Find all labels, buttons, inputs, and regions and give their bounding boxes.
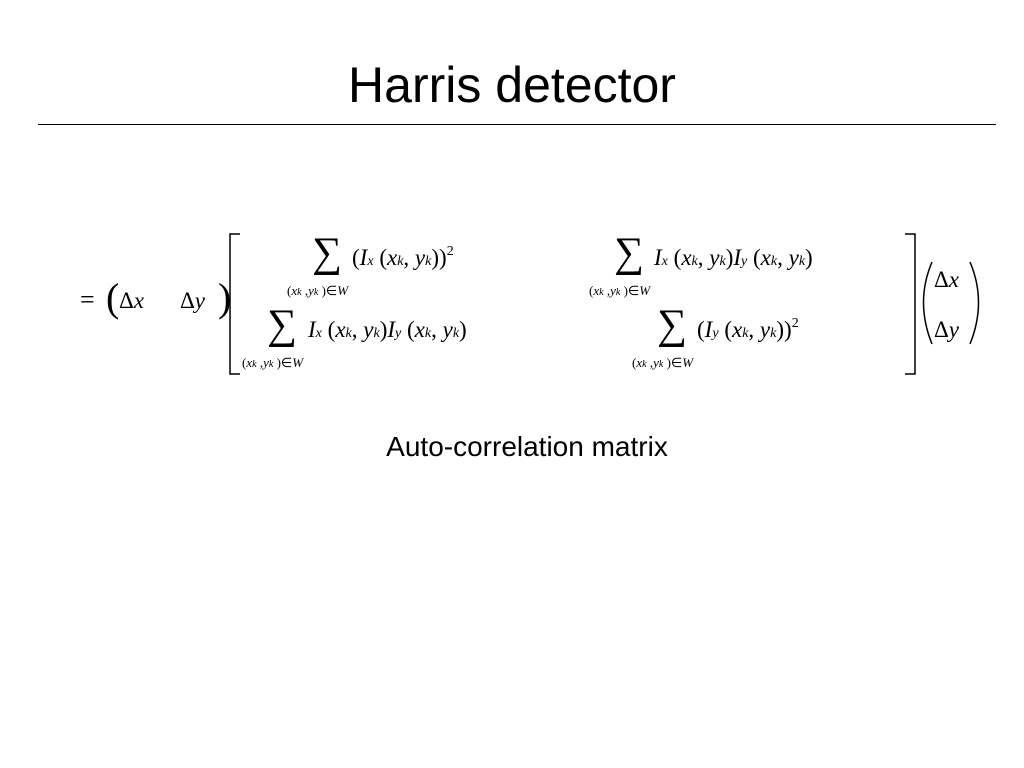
- column-vector-dx: Δx: [934, 267, 960, 292]
- summation-symbol: ∑: [267, 302, 297, 348]
- title-divider: [38, 124, 996, 125]
- slide-title: Harris detector: [348, 57, 676, 113]
- equals-sign: =: [80, 285, 95, 314]
- row-vector-dx: Δx: [119, 288, 145, 313]
- summation-symbol: ∑: [312, 230, 342, 276]
- row-vector-left-paren: (: [106, 275, 120, 320]
- summation-index: (xk ,yk )∈W: [632, 355, 694, 370]
- summation-index: (xk ,yk )∈W: [589, 283, 651, 298]
- column-vector-dy: Δy: [934, 317, 960, 342]
- summation-symbol: ∑: [614, 230, 644, 276]
- row-vector-dy: Δy: [180, 288, 206, 313]
- row-vector-right-paren: ): [218, 275, 232, 320]
- equation-caption: Auto-correlation matrix: [386, 431, 668, 462]
- summation-symbol: ∑: [657, 302, 687, 348]
- summation-index: (xk ,yk )∈W: [287, 283, 349, 298]
- summation-index: (xk ,yk )∈W: [242, 355, 304, 370]
